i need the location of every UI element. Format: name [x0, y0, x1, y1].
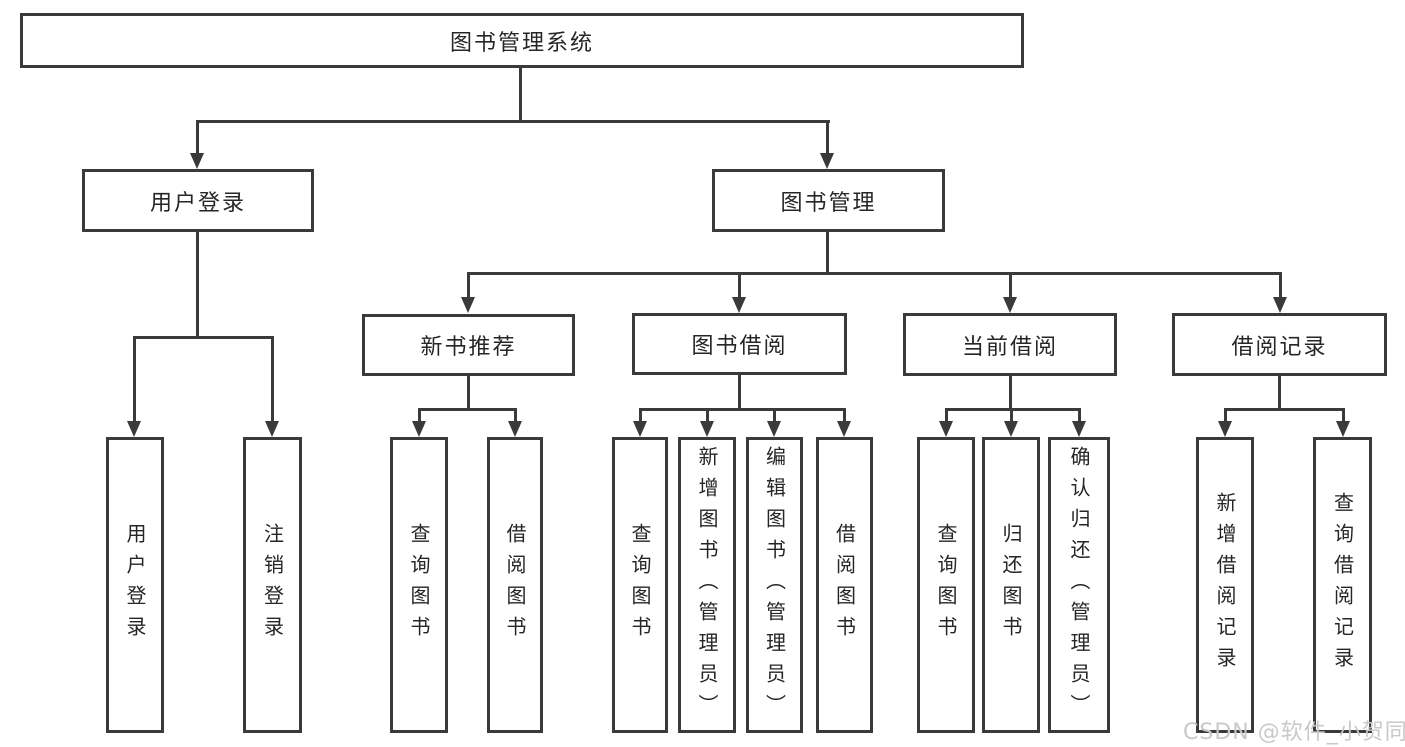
node-label: 查询图书	[934, 523, 958, 647]
connector-line	[826, 120, 829, 155]
connector-line	[843, 408, 846, 421]
arrowhead-down-icon	[1218, 421, 1232, 437]
connector-line	[133, 336, 273, 339]
connector-line	[1224, 408, 1227, 421]
arrowhead-down-icon	[939, 421, 953, 437]
connector-line	[773, 408, 776, 421]
connector-line	[738, 272, 741, 297]
arrowhead-down-icon	[820, 153, 834, 169]
connector-line	[514, 408, 517, 421]
node-current-borrowing: 当前借阅	[903, 313, 1117, 376]
node-leaf-query-books-borrowing: 查询图书	[612, 437, 668, 733]
node-label: 查询借阅记录	[1330, 492, 1355, 678]
connector-line	[706, 408, 709, 421]
connector-line	[1279, 272, 1282, 297]
node-new-book-recommend: 新书推荐	[362, 314, 575, 376]
connector-line	[467, 376, 470, 408]
node-leaf-query-books-current: 查询图书	[917, 437, 975, 733]
connector-line	[196, 120, 830, 123]
connector-line	[639, 408, 642, 421]
arrowhead-down-icon	[1273, 297, 1287, 313]
node-label: 图书管理系统	[449, 30, 594, 56]
node-label: 图书管理	[780, 190, 877, 216]
connector-line	[1009, 376, 1012, 408]
connector-line	[1224, 408, 1344, 411]
node-book-borrowing: 图书借阅	[632, 313, 847, 375]
node-label: 确认归还（管理员）	[1067, 445, 1091, 725]
arrowhead-down-icon	[700, 421, 714, 437]
arrowhead-down-icon	[767, 421, 781, 437]
arrowhead-down-icon	[732, 297, 746, 313]
node-user-login: 用户登录	[82, 169, 314, 232]
node-leaf-add-borrow-record: 新增借阅记录	[1196, 437, 1254, 733]
connector-line	[133, 336, 136, 421]
arrowhead-down-icon	[633, 421, 647, 437]
arrowhead-down-icon	[190, 153, 204, 169]
node-label: 归还图书	[999, 523, 1023, 647]
arrowhead-down-icon	[1003, 297, 1017, 313]
arrowhead-down-icon	[265, 421, 279, 437]
node-book-management: 图书管理	[712, 169, 945, 232]
node-label: 查询图书	[628, 523, 652, 647]
connector-line	[1342, 408, 1345, 421]
connector-line	[467, 272, 470, 297]
connector-line	[1278, 376, 1281, 408]
arrowhead-down-icon	[837, 421, 851, 437]
connector-line	[639, 408, 845, 411]
node-label: 注销登录	[260, 523, 285, 647]
node-label: 借阅记录	[1231, 334, 1328, 360]
node-leaf-query-borrow-record: 查询借阅记录	[1313, 437, 1372, 733]
arrowhead-down-icon	[412, 421, 426, 437]
connector-line	[467, 272, 1281, 275]
csdn-watermark: CSDN @软件_小贺同学	[1183, 720, 1405, 745]
connector-line	[196, 232, 199, 336]
node-label: 借阅图书	[503, 523, 527, 647]
arrowhead-down-icon	[461, 297, 475, 313]
node-label: 新增图书（管理员）	[695, 445, 719, 725]
arrowhead-down-icon	[1004, 421, 1018, 437]
node-leaf-add-books-admin: 新增图书（管理员）	[678, 437, 736, 733]
node-label: 新书推荐	[420, 335, 517, 360]
connector-line	[271, 336, 274, 421]
arrowhead-down-icon	[127, 421, 141, 437]
connector-line	[945, 408, 948, 421]
connector-line	[1078, 408, 1081, 421]
node-leaf-borrow-books-recommend: 借阅图书	[487, 437, 543, 733]
node-leaf-borrow-books-borrowing: 借阅图书	[816, 437, 873, 733]
arrowhead-down-icon	[1072, 421, 1086, 437]
node-label: 查询图书	[407, 523, 431, 647]
node-library-management-system: 图书管理系统	[20, 13, 1024, 68]
connector-line	[1009, 272, 1012, 297]
node-leaf-query-books-recommend: 查询图书	[390, 437, 448, 733]
connector-line	[826, 232, 829, 272]
node-label: 新增借阅记录	[1213, 492, 1237, 678]
node-label: 用户登录	[123, 523, 147, 647]
node-label: 借阅图书	[832, 523, 857, 647]
connector-line	[418, 408, 516, 411]
connector-line	[1010, 408, 1013, 421]
node-label: 图书借阅	[691, 334, 788, 359]
node-borrowing-records: 借阅记录	[1172, 313, 1387, 376]
node-label: 编辑图书（管理员）	[762, 445, 787, 725]
node-leaf-user-login: 用户登录	[106, 437, 164, 733]
node-leaf-logout: 注销登录	[243, 437, 302, 733]
connector-line	[738, 375, 741, 408]
node-leaf-edit-books-admin: 编辑图书（管理员）	[746, 437, 803, 733]
node-label: 当前借阅	[961, 334, 1058, 360]
connector-line	[418, 408, 421, 421]
node-leaf-return-books: 归还图书	[982, 437, 1040, 733]
node-label: 用户登录	[149, 190, 246, 216]
arrowhead-down-icon	[508, 421, 522, 437]
arrowhead-down-icon	[1336, 421, 1350, 437]
connector-line	[196, 120, 199, 155]
node-leaf-confirm-return-admin: 确认归还（管理员）	[1048, 437, 1110, 733]
connector-line	[519, 68, 522, 120]
